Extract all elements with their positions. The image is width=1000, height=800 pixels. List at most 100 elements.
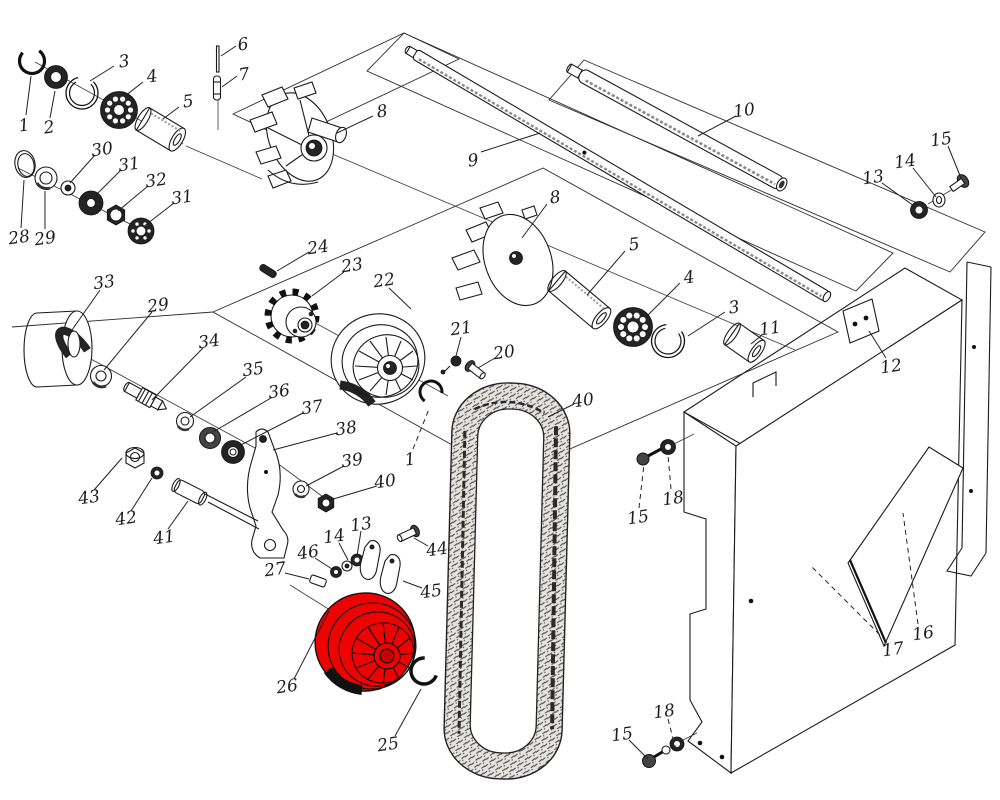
- part-label-40-27: 40: [372, 471, 397, 494]
- part-washer-30: [60, 180, 76, 196]
- part-label-12-39: 12: [879, 356, 903, 379]
- callout-leader-23: [212, 397, 272, 433]
- part-pulley-26-highlighted: [314, 592, 417, 695]
- part-drum-33: [23, 310, 97, 388]
- part-label-18-53: 18: [661, 488, 685, 511]
- callout-leader-4: [162, 106, 180, 120]
- part-nut-32: [106, 204, 126, 226]
- callout-leader-20: [103, 311, 153, 371]
- callout-leader-32: [477, 357, 496, 369]
- part-gasket-28: [14, 150, 36, 178]
- callout-leader-51: [412, 408, 430, 450]
- callout-leader-45: [314, 557, 333, 570]
- part-lever-38: [204, 428, 289, 559]
- shaft-9: [404, 45, 832, 303]
- callout-leader-46: [284, 572, 310, 580]
- callout-leader-12: [947, 145, 962, 179]
- callout-leader-41: [130, 477, 153, 512]
- part-label-44-47: 44: [424, 539, 449, 562]
- part-label-16-54: 16: [911, 623, 935, 646]
- part-label-3-37: 3: [727, 297, 741, 318]
- callout-leader-5: [220, 45, 237, 57]
- part-label-33-19: 33: [92, 272, 116, 295]
- callout-leader-31: [455, 336, 462, 357]
- part-label-29-14: 29: [32, 228, 57, 251]
- callout-leader-17: [117, 185, 149, 212]
- part-label-26-49: 26: [274, 676, 299, 699]
- part-washer-42: [150, 466, 164, 480]
- callout-leader-34: [521, 203, 548, 239]
- part-bearing-31b: [127, 217, 155, 245]
- part-disc-8: [451, 201, 554, 307]
- part-label-35-22: 35: [241, 359, 265, 382]
- callout-leader-56: [628, 739, 649, 760]
- part-nut-43: [125, 446, 145, 469]
- part-label-10-9: 10: [732, 100, 756, 123]
- part-label-13-10: 13: [861, 167, 885, 190]
- part-label-23-29: 23: [339, 255, 364, 278]
- callout-leader-18: [142, 202, 175, 228]
- part-shoe-45b: [379, 554, 401, 594]
- callout-leader-39: [868, 330, 887, 359]
- part-label-8-34: 8: [548, 187, 562, 208]
- callout-leader-26: [305, 465, 345, 487]
- callout-leader-36: [645, 282, 681, 318]
- part-label-13-43: 13: [349, 514, 373, 537]
- part-nut-40: [317, 493, 335, 513]
- part-pin-6: [215, 45, 220, 73]
- callout-leader-25: [272, 432, 338, 451]
- callout-leader-44: [338, 542, 349, 561]
- part-label-36-23: 36: [267, 381, 291, 404]
- part-label-45-48: 45: [418, 581, 443, 604]
- part-label-7-6: 7: [237, 64, 251, 85]
- part-label-5-35: 5: [627, 234, 641, 255]
- callout-leader-6: [221, 75, 238, 88]
- part-sleeve-5: [134, 107, 187, 152]
- callout-leader-21: [151, 347, 204, 401]
- part-label-40-33: 40: [570, 390, 595, 413]
- callout-leader-38: [750, 334, 763, 345]
- callout-leader-28: [276, 251, 310, 272]
- part-label-8-7: 8: [375, 101, 389, 122]
- callout-leader-29: [311, 271, 345, 297]
- part-bushing-37: [221, 440, 245, 464]
- part-bushing-11: [723, 322, 766, 363]
- part-label-2-1: 2: [41, 117, 55, 138]
- callout-leader-13: [20, 179, 25, 229]
- part-label-43-40: 43: [76, 487, 101, 510]
- part-grommet-13: [910, 201, 928, 219]
- part-bearing-4b: [613, 307, 653, 347]
- part-label-46-45: 46: [295, 542, 320, 565]
- callout-leader-43: [356, 530, 362, 557]
- part-snapring-3: [65, 76, 99, 110]
- right-angle-bracket: [946, 261, 992, 577]
- part-label-15-12: 15: [929, 129, 953, 152]
- part-sleeve-5b: [547, 269, 612, 330]
- part-label-21-31: 21: [448, 318, 473, 341]
- part-label-17-55: 17: [881, 639, 905, 662]
- callout-leader-42: [167, 500, 189, 530]
- part-hub-8: [249, 81, 347, 189]
- part-circlip-1b: [418, 379, 444, 405]
- callout-leader-47: [413, 537, 429, 547]
- callout-leader-8: [480, 132, 541, 153]
- callout-leader-27: [329, 485, 378, 501]
- part-bolt-15b: [636, 447, 662, 466]
- part-label-4-3: 4: [144, 66, 158, 87]
- part-key-24: [259, 263, 277, 279]
- callout-leader-24: [236, 412, 304, 448]
- part-shoe-45a: [359, 540, 381, 580]
- part-pin-27: [309, 574, 327, 588]
- part-gear-23: [264, 288, 320, 344]
- callout-leader-9: [697, 115, 737, 137]
- callout-leader-52: [638, 463, 645, 509]
- part-label-29-20: 29: [145, 295, 170, 318]
- part-nut-21: [440, 355, 462, 375]
- callout-leader-54: [902, 512, 919, 625]
- cover-17: [682, 267, 964, 775]
- callout-leader-53: [667, 454, 672, 490]
- part-washer-14c: [341, 560, 353, 572]
- callout-leader-3: [124, 81, 144, 97]
